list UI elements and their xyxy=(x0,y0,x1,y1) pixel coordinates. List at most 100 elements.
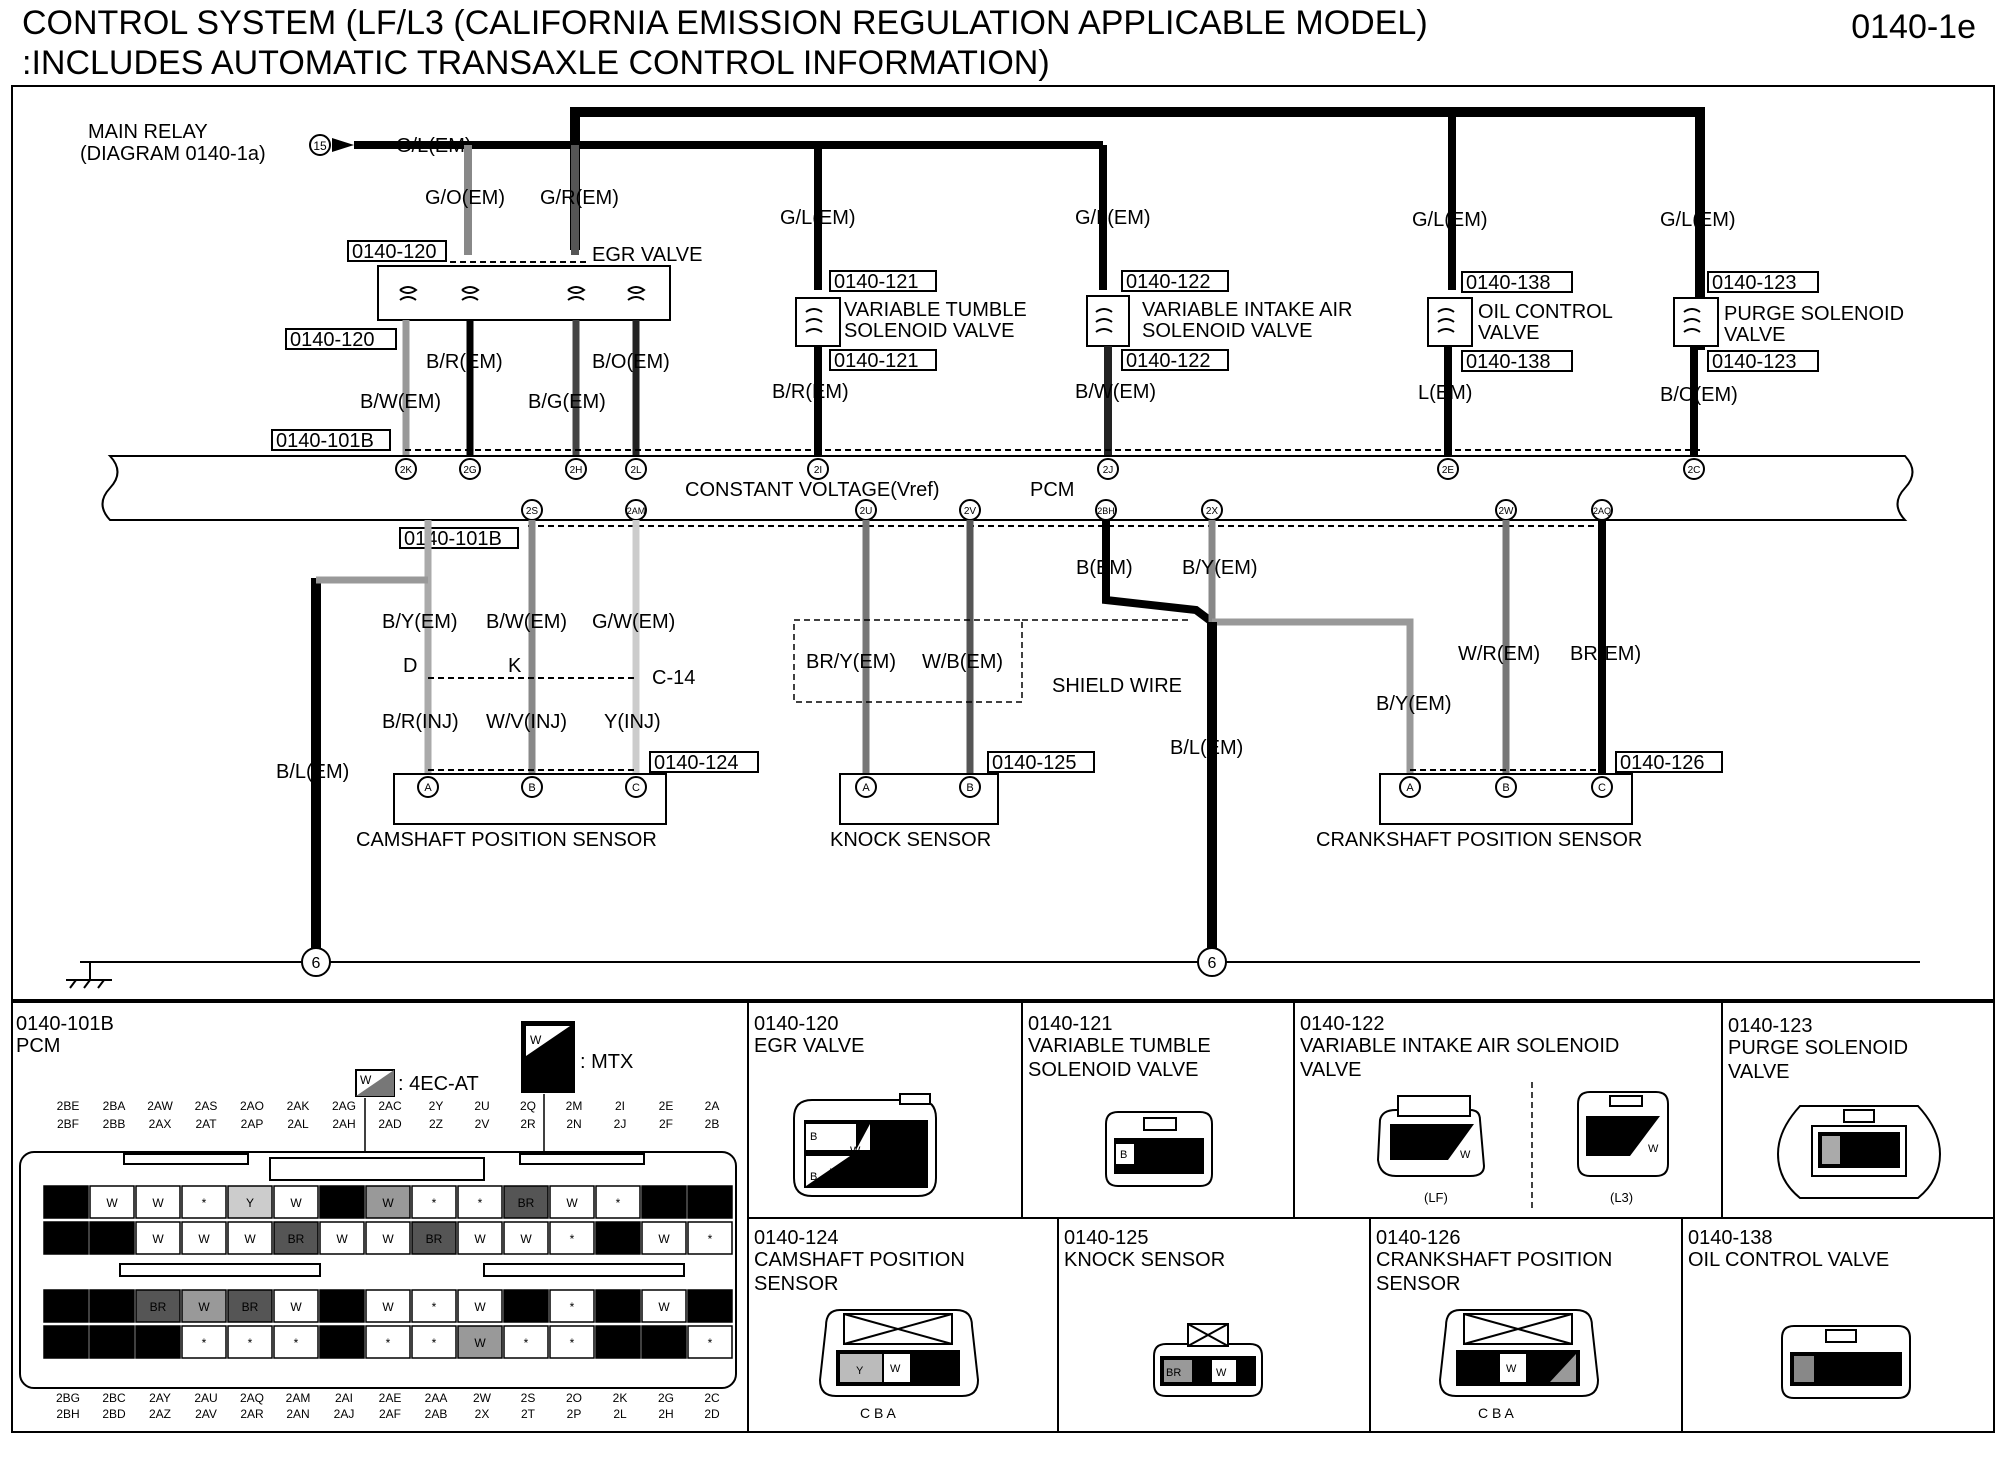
pcm-cell-label: * xyxy=(432,1196,437,1210)
pcm-cell-label: W xyxy=(106,1196,118,1210)
pcm-cell xyxy=(135,1221,181,1255)
egr-ref-bottom-box xyxy=(285,328,397,350)
pcm-pin-2L: 2L xyxy=(625,458,647,480)
main-relay-pin: 15 xyxy=(309,134,331,156)
pcm-pin-2I: 2I xyxy=(807,458,829,480)
pcm-cell xyxy=(687,1325,733,1359)
svg-text:C: C xyxy=(632,782,640,794)
pcm-cell xyxy=(89,1185,135,1219)
egr-wire-b2: B/R(EM) xyxy=(426,351,503,373)
svg-text:B: B xyxy=(1120,1149,1127,1161)
svg-text:2L: 2L xyxy=(630,465,642,476)
panel-125-ref: 0140-125 xyxy=(1064,1227,1149,1249)
pcm-cell-label: B xyxy=(108,1300,116,1314)
svg-text:B: B xyxy=(1530,1363,1537,1375)
pcm-cell-label: B xyxy=(660,1336,668,1350)
crank-ref: 0140-126 xyxy=(1620,752,1705,774)
knock-ref-box xyxy=(987,751,1095,773)
pcm-code-2G: 2G xyxy=(658,1391,674,1405)
crank-wire-1: B/Y(EM) xyxy=(1376,693,1452,715)
svg-text:2C: 2C xyxy=(1688,465,1701,476)
main-relay-wire-label: G/L(EM) xyxy=(396,135,472,157)
pcm-cell-label: * xyxy=(248,1336,253,1350)
legend-4ec-at-icon: W xyxy=(355,1069,395,1097)
pcm-cell xyxy=(319,1221,365,1255)
crank-connector-icon: BR W B xyxy=(1438,1309,1600,1397)
pcm-cell-label: * xyxy=(432,1336,437,1350)
pcm-code-2BG: 2BG xyxy=(56,1391,80,1405)
crank-wire-2: W/R(EM) xyxy=(1458,643,1540,665)
pcm-code-2U: 2U xyxy=(474,1099,489,1113)
pcm-code-2BE: 2BE xyxy=(57,1099,80,1113)
pcm-cell xyxy=(687,1185,733,1219)
tumble-name2: SOLENOID VALVE xyxy=(844,320,1014,342)
cam-wire-em-3: G/W(EM) xyxy=(592,611,675,633)
svg-text:2X: 2X xyxy=(1206,506,1219,517)
pcm-cell-label: B xyxy=(108,1336,116,1350)
page-code: 0140-1e xyxy=(1851,8,1976,46)
panel-124-name2: SENSOR xyxy=(754,1273,838,1295)
knock-wire-2: W/B(EM) xyxy=(922,651,1003,673)
pcm-code-2AV: 2AV xyxy=(195,1407,217,1421)
svg-text:W: W xyxy=(530,1033,542,1047)
panel-123-name1: PURGE SOLENOID xyxy=(1728,1037,1908,1059)
legend-mtx: : MTX xyxy=(580,1051,633,1073)
svg-text:2K: 2K xyxy=(400,465,413,476)
panel-138-ref: 0140-138 xyxy=(1688,1227,1773,1249)
pcm-cell xyxy=(89,1289,135,1323)
egr-valve-label: EGR VALVE xyxy=(592,244,702,266)
main-relay-diagram-label: (DIAGRAM 0140-1a) xyxy=(80,143,266,165)
pcm-cell xyxy=(411,1325,457,1359)
pcm-code-2AN: 2AN xyxy=(286,1407,309,1421)
svg-text:2BH: 2BH xyxy=(1097,506,1115,516)
pcm-cell-label: B xyxy=(338,1336,346,1350)
svg-text:B: B xyxy=(1860,1147,1867,1159)
svg-text:W: W xyxy=(1648,1143,1659,1155)
pcm-cell xyxy=(411,1221,457,1255)
main-relay-arrow xyxy=(332,138,354,152)
pcm-code-2AL: 2AL xyxy=(287,1117,309,1131)
pcm-cell xyxy=(43,1325,89,1359)
tumble-wire-top: G/L(EM) xyxy=(780,207,856,229)
pcm-code-2Q: 2Q xyxy=(520,1099,536,1113)
tumble-ref1: 0140-121 xyxy=(834,271,919,293)
pcm-cell-label: W xyxy=(152,1232,164,1246)
pcm-cell-label: W xyxy=(520,1232,532,1246)
svg-text:Y: Y xyxy=(856,1365,864,1377)
pcm-cell xyxy=(457,1221,503,1255)
oil-wire-top: G/L(EM) xyxy=(1412,209,1488,231)
intake-name2: SOLENOID VALVE xyxy=(1142,320,1312,342)
pcm-cell-label: * xyxy=(616,1196,621,1210)
svg-text:A: A xyxy=(424,782,432,794)
pcm-cell-label: * xyxy=(708,1336,713,1350)
panel-124-name1: CAMSHAFT POSITION xyxy=(754,1249,965,1271)
panel-121-name2: SOLENOID VALVE xyxy=(1028,1059,1198,1081)
panel-126-name1: CRANKSHAFT POSITION xyxy=(1376,1249,1612,1271)
pcm-cell xyxy=(503,1185,549,1219)
pcm-cell xyxy=(227,1185,273,1219)
pcm-ref-top: 0140-101B xyxy=(276,430,374,452)
pcm-cell-label: W xyxy=(658,1300,670,1314)
oil-wire-bottom: L(EM) xyxy=(1418,382,1472,404)
legend-mtx-icon: W BR xyxy=(521,1021,575,1093)
pcm-cell-label: Y xyxy=(246,1196,254,1210)
panel-120-name: EGR VALVE xyxy=(754,1035,864,1057)
svg-text:2AM: 2AM xyxy=(627,506,646,516)
pcm-pin-2E: 2E xyxy=(1437,458,1459,480)
pcm-code-2B: 2B xyxy=(705,1117,720,1131)
pcm-cell-label: * xyxy=(478,1196,483,1210)
panel-126-name2: SENSOR xyxy=(1376,1273,1460,1295)
pcm-code-2J: 2J xyxy=(614,1117,627,1131)
solenoid-purge: G/L(EM) 0140-123 PURGE SOLENOID VALVE 01… xyxy=(1660,209,1904,456)
svg-text:BR: BR xyxy=(538,1075,555,1089)
pcm-code-2L: 2L xyxy=(613,1407,627,1421)
pcm-pin-2K: 2K xyxy=(395,458,417,480)
pcm-pin-2J: 2J xyxy=(1097,458,1119,480)
purge-wire-top: G/L(EM) xyxy=(1660,209,1736,231)
pcm-cell-label: W xyxy=(336,1232,348,1246)
crankshaft-sensor-label: CRANKSHAFT POSITION SENSOR xyxy=(1316,829,1642,851)
intake-coil-icon xyxy=(1095,308,1113,333)
pcm-code-2AX: 2AX xyxy=(149,1117,172,1131)
pcm-cell xyxy=(687,1221,733,1255)
pcm-code-2F: 2F xyxy=(659,1117,673,1131)
